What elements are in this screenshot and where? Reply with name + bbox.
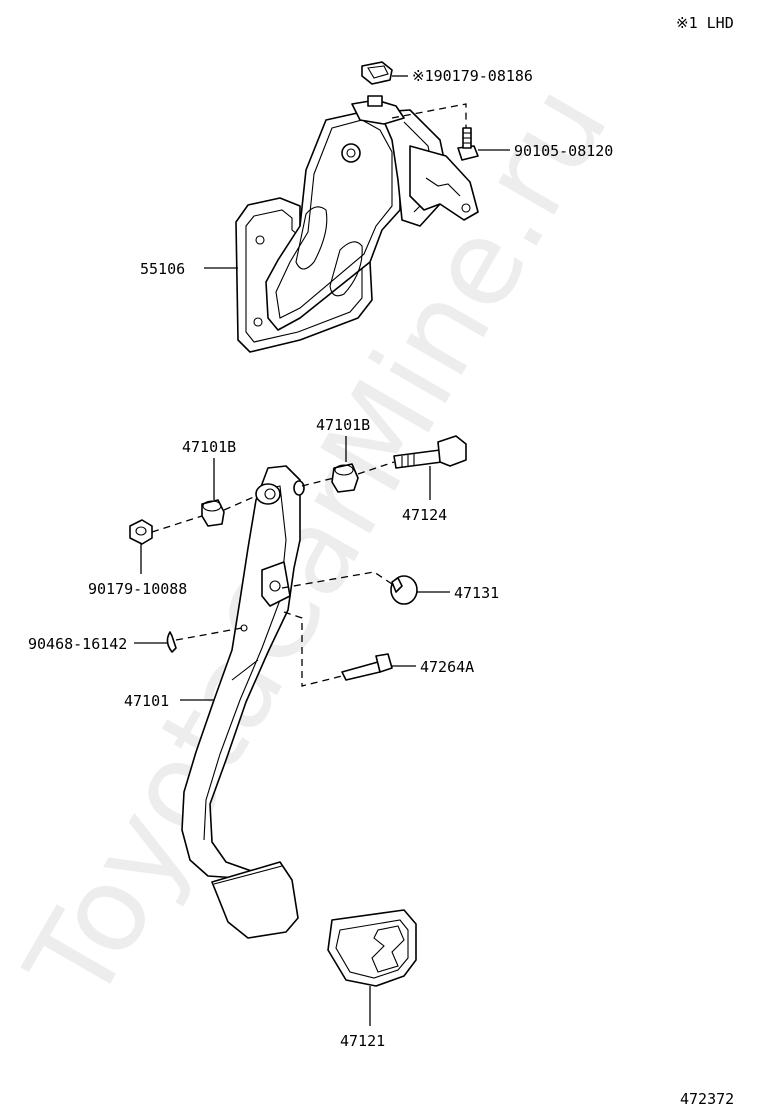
bushing-right-part	[331, 463, 359, 493]
label-bracket: 55106	[140, 260, 185, 278]
top-bolt-part	[457, 127, 479, 161]
dashed-guide-nut	[151, 515, 203, 533]
bushing-left-part	[201, 499, 225, 527]
label-pin: 47264A	[420, 658, 474, 676]
label-pivot-bolt: 47124	[402, 506, 447, 524]
dashed-guide-bolt	[357, 461, 395, 475]
label-stopper: 47131	[454, 584, 499, 602]
label-pedal-arm: 47101	[124, 692, 169, 710]
figure-number: 472372	[680, 1090, 734, 1108]
label-nut-clip: ※190179-08186	[412, 67, 533, 85]
pedal-pad-part	[327, 909, 417, 987]
label-top-bolt: 90105-08120	[514, 142, 613, 160]
label-bushing-left: 47101B	[182, 438, 236, 456]
lhd-note: ※1 LHD	[676, 14, 734, 32]
label-pedal-pad: 47121	[340, 1032, 385, 1050]
dashed-guide-top	[391, 103, 467, 128]
pivot-nut-part	[129, 519, 153, 545]
pedal-arm-drawing	[181, 465, 305, 939]
pin-part	[341, 653, 393, 681]
pivot-bolt-part	[393, 435, 467, 469]
label-pivot-nut: 90179-10088	[88, 580, 187, 598]
dashed-guide-bushing-right	[301, 477, 335, 487]
label-clip: 90468-16142	[28, 635, 127, 653]
dashed-guide-bushing-left	[223, 495, 257, 511]
stopper-part	[390, 575, 418, 605]
pedal-bracket-drawing	[235, 95, 479, 353]
clip-part	[166, 631, 177, 653]
nut-clip-part	[361, 61, 393, 85]
dashed-guide-pin	[283, 611, 343, 687]
label-bushing-right: 47101B	[316, 416, 370, 434]
